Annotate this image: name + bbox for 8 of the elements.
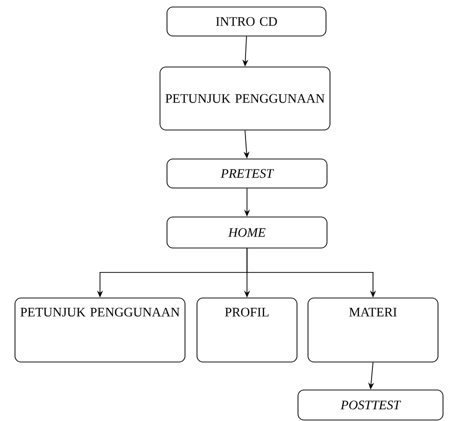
process-box: PETUNJUK PENGGUNAAN [160, 66, 330, 130]
process-box: PETUNJUK PENGGUNAAN [14, 298, 186, 362]
process-box: PRETEST [166, 158, 328, 188]
process-box: POSTTEST [298, 390, 444, 420]
process-box: PROFIL [196, 298, 298, 362]
process-box: MATERI [308, 298, 438, 362]
process-box: INTRO CD [166, 6, 326, 36]
process-box: HOME [166, 216, 328, 248]
